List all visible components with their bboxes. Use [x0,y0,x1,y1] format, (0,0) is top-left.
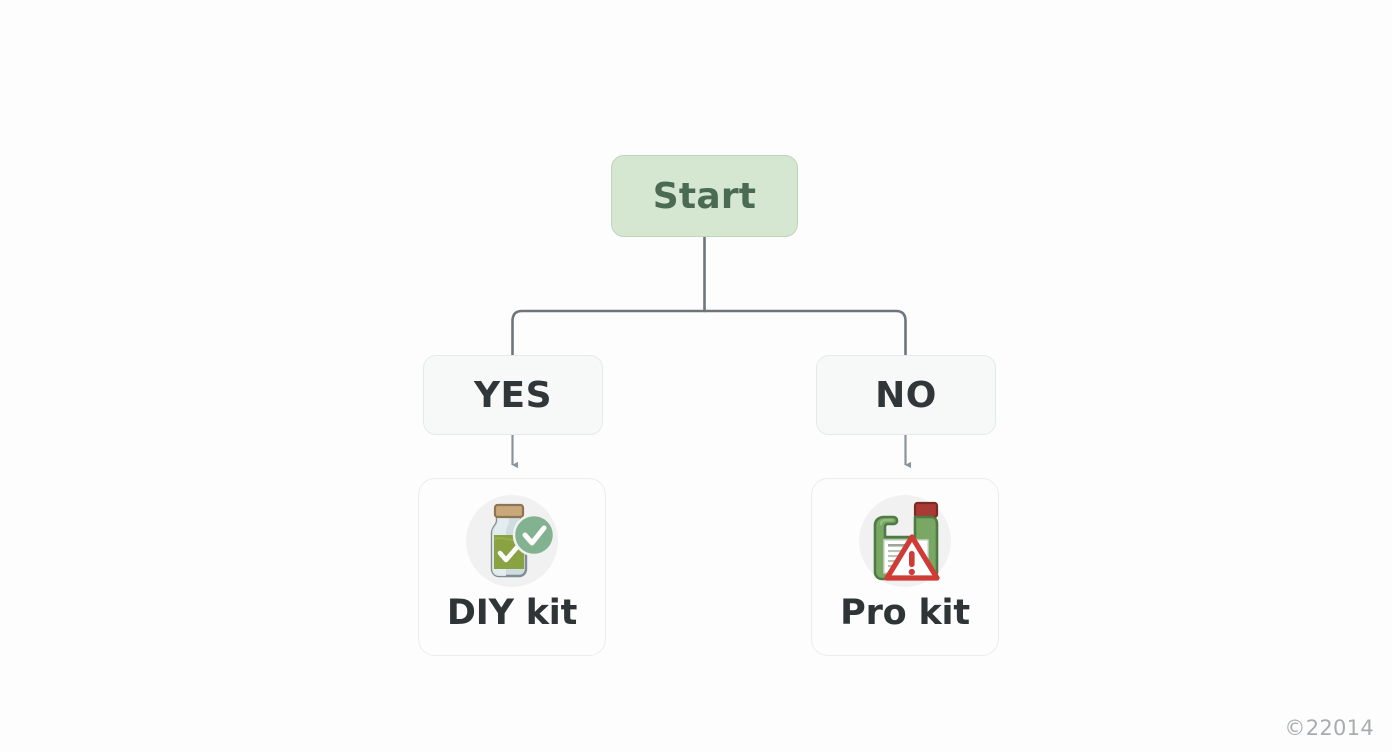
node-yes[interactable]: YES [423,355,603,435]
node-diy-kit[interactable]: DIY kit [418,478,606,656]
node-start-label: Start [652,175,757,217]
node-diy-kit-label: DIY kit [446,593,578,633]
node-pro-kit-label: Pro kit [840,593,970,633]
node-start[interactable]: Start [611,155,798,237]
node-yes-label: YES [473,374,553,416]
node-no[interactable]: NO [816,355,996,435]
edge-start-to-yes [511,309,706,357]
watermark: ©22014 [1284,716,1374,740]
bottle-with-check-badge-icon [466,495,558,587]
jerrycan-with-warning-icon [859,495,951,587]
node-pro-kit[interactable]: Pro kit [811,478,999,656]
node-no-label: NO [875,374,937,416]
edge-start-to-no [703,309,907,357]
